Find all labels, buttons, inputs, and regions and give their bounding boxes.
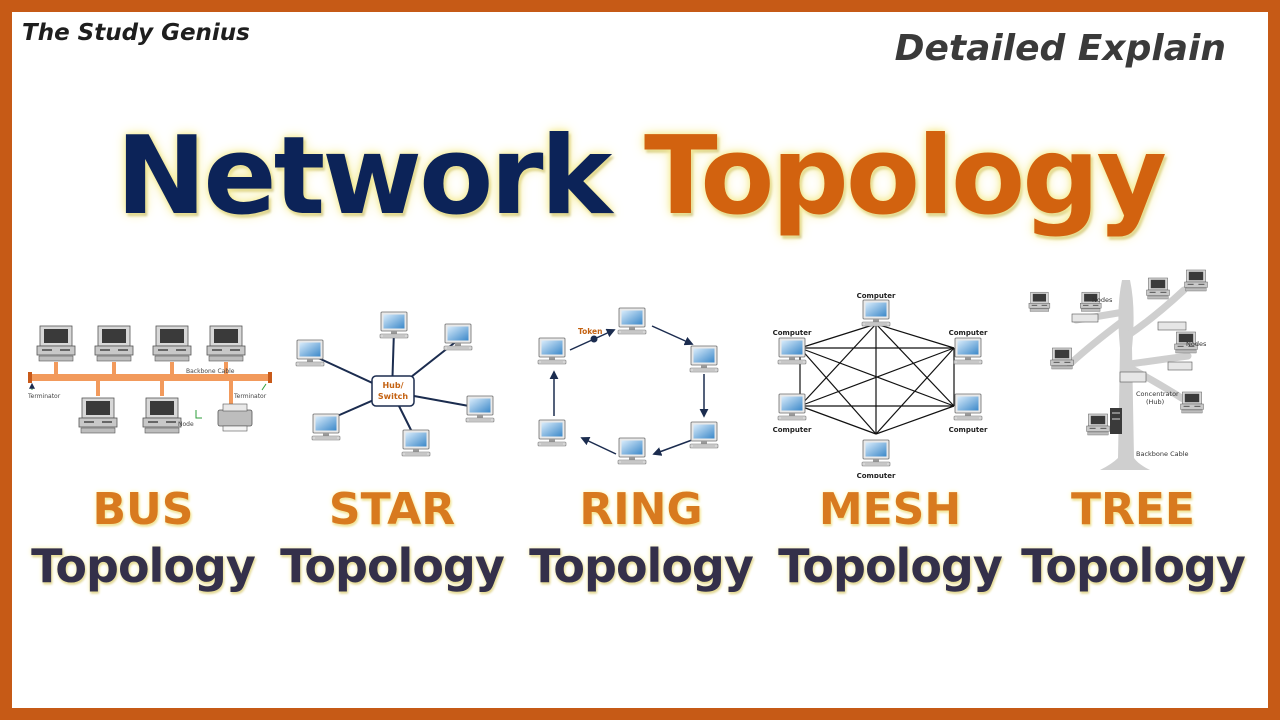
mesh-label-bottom: Computer <box>857 472 896 478</box>
computer-icon <box>401 429 431 457</box>
hub-switch: Hub/ Switch <box>371 375 415 407</box>
label-tree: TREE Topology <box>1008 482 1258 594</box>
tree-diagram: Nodes Nodes Concentrator (Hub) Backbone … <box>1020 268 1246 478</box>
label-word: Topology <box>1021 539 1246 593</box>
label-kind: MESH <box>818 484 962 535</box>
computer-icon <box>1146 277 1170 300</box>
backbone-label: Backbone Cable <box>186 368 235 375</box>
label-star: STAR Topology <box>267 482 517 594</box>
computer-icon <box>1184 269 1208 292</box>
computer-icon <box>465 395 495 423</box>
label-kind: STAR <box>328 484 456 535</box>
label-word: Topology <box>280 539 505 593</box>
computer-icon <box>861 299 891 327</box>
computer-icon <box>295 339 325 367</box>
bus-top-computers <box>36 325 246 362</box>
computer-icon <box>537 419 567 447</box>
token-label: Token <box>578 327 603 336</box>
mesh-diagram: Computer Computer Computer Computer Comp… <box>764 268 1000 478</box>
backbone-cable <box>30 374 270 381</box>
label-ring: RING Topology <box>516 482 766 594</box>
token-marker <box>590 335 598 343</box>
terminator-right <box>268 372 272 383</box>
computer-icon <box>617 307 647 335</box>
subtitle: Detailed Explain <box>894 28 1226 69</box>
computer-icon <box>36 325 76 362</box>
computer-icon <box>206 325 246 362</box>
hub-label-line1: Hub/ <box>382 381 403 390</box>
tree-nodes-top-label: Nodes <box>1092 296 1113 304</box>
bus-diagram: Backbone Cable Terminator Terminator Nod… <box>26 268 276 478</box>
computer-icon <box>152 325 192 362</box>
terminator-left <box>28 372 32 383</box>
mesh-label-left-top: Computer <box>773 329 812 337</box>
thumbnail-frame: The Study Genius Detailed Explain Networ… <box>12 12 1268 708</box>
mesh-label-left-bottom: Computer <box>773 426 812 434</box>
label-kind: BUS <box>92 484 194 535</box>
node-label: Node <box>178 421 194 428</box>
label-kind: RING <box>579 484 703 535</box>
server-icon <box>1110 408 1122 434</box>
printer-icon <box>217 403 253 432</box>
computer-icon <box>777 393 807 421</box>
computer-icon <box>1050 347 1074 370</box>
computer-icon <box>142 397 182 434</box>
computer-icon <box>443 323 473 351</box>
label-mesh: MESH Topology <box>765 482 1015 594</box>
computer-icon <box>777 337 807 365</box>
mesh-label-right-bottom: Computer <box>949 426 988 434</box>
label-word: Topology <box>778 539 1003 593</box>
computer-icon <box>953 337 983 365</box>
mesh-label-right-top: Computer <box>949 329 988 337</box>
label-kind: TREE <box>1070 484 1195 535</box>
ring-diagram: Token <box>524 268 754 478</box>
title-word-network: Network <box>116 114 612 239</box>
tree-backbone-label: Backbone Cable <box>1136 450 1189 458</box>
computer-icon <box>311 413 341 441</box>
computer-icon <box>1180 391 1204 414</box>
computer-icon <box>617 437 647 465</box>
computer-icon <box>537 337 567 365</box>
hub-icon <box>1071 313 1193 383</box>
computer-icon <box>1086 413 1110 436</box>
computer-icon <box>379 311 409 339</box>
mesh-label-top: Computer <box>857 292 896 300</box>
computer-icon <box>1028 291 1051 312</box>
concentrator-hub-label: (Hub) <box>1146 398 1164 406</box>
brand-label: The Study Genius <box>22 20 250 46</box>
label-word: Topology <box>31 539 256 593</box>
terminator-left-label: Terminator <box>27 393 61 400</box>
computer-icon <box>689 421 719 449</box>
title-word-topology: Topology <box>643 114 1167 239</box>
hub-label-line2: Switch <box>378 392 408 401</box>
label-bus: BUS Topology <box>18 482 268 594</box>
computer-icon <box>689 345 719 373</box>
tree-nodes-right-label: Nodes <box>1186 340 1207 348</box>
computer-icon <box>78 397 118 434</box>
concentrator-label: Concentrator <box>1136 390 1179 398</box>
terminator-right-label: Terminator <box>233 393 267 400</box>
star-diagram: Hub/ Switch <box>284 268 514 478</box>
computer-icon <box>94 325 134 362</box>
computer-icon <box>953 393 983 421</box>
computer-icon <box>861 439 891 467</box>
label-word: Topology <box>529 539 754 593</box>
main-title: Network Topology <box>12 114 1268 239</box>
